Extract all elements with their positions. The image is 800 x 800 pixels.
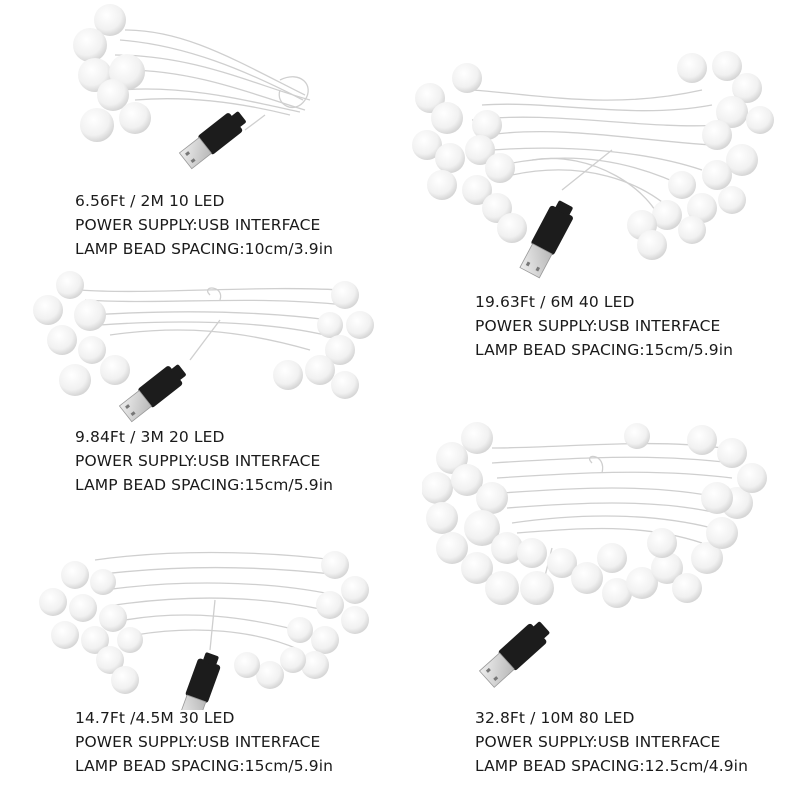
bulbs [422, 422, 767, 608]
length-label: 32.8Ft / 10M 80 LED [475, 709, 635, 727]
bulbs [412, 51, 774, 260]
wire-bundle [79, 287, 346, 361]
led-string-2m-image [65, 0, 325, 190]
wire-bundle [114, 29, 311, 131]
power-supply-label: POWER SUPPLY:USB INTERFACE [75, 733, 321, 751]
bead-spacing-label: LAMP BEAD SPACING:15cm/5.9in [475, 341, 734, 359]
usb-plug-icon [519, 200, 573, 279]
usb-plug-icon [118, 364, 186, 423]
wire-bundle [94, 551, 341, 651]
bead-spacing-label: LAMP BEAD SPACING:15cm/5.9in [75, 757, 334, 775]
product-3m: 9.84Ft / 3M 20 LED POWER SUPPLY:USB INTE… [0, 260, 400, 500]
caption-4-5m: 14.7Ft /4.5M 30 LED POWER SUPPLY:USB INT… [75, 706, 333, 778]
usb-plug-icon [177, 652, 221, 710]
caption-6m: 19.63Ft / 6M 40 LED POWER SUPPLY:USB INT… [475, 290, 733, 362]
bead-spacing-label: LAMP BEAD SPACING:15cm/5.9in [75, 476, 334, 494]
product-10m: 32.8Ft / 10M 80 LED POWER SUPPLY:USB INT… [400, 400, 800, 800]
led-string-10m-image [422, 418, 782, 703]
bulbs [73, 4, 151, 142]
product-4-5m: 14.7Ft /4.5M 30 LED POWER SUPPLY:USB INT… [0, 530, 400, 800]
product-2m: 6.56Ft / 2M 10 LED POWER SUPPLY:USB INTE… [0, 0, 400, 260]
power-supply-label: POWER SUPPLY:USB INTERFACE [75, 216, 321, 234]
bulbs [39, 551, 369, 694]
power-supply-label: POWER SUPPLY:USB INTERFACE [475, 317, 721, 335]
length-label: 9.84Ft / 3M 20 LED [75, 428, 225, 446]
length-label: 6.56Ft / 2M 10 LED [75, 192, 225, 210]
power-supply-label: POWER SUPPLY:USB INTERFACE [75, 452, 321, 470]
bead-spacing-label: LAMP BEAD SPACING:10cm/3.9in [75, 240, 334, 258]
length-label: 19.63Ft / 6M 40 LED [475, 293, 635, 311]
led-string-3m-image [30, 265, 380, 430]
bead-spacing-label: LAMP BEAD SPACING:12.5cm/4.9in [475, 757, 749, 775]
led-string-6m-image [412, 50, 782, 280]
power-supply-label: POWER SUPPLY:USB INTERFACE [475, 733, 721, 751]
caption-10m: 32.8Ft / 10M 80 LED POWER SUPPLY:USB INT… [475, 706, 748, 778]
length-label: 14.7Ft /4.5M 30 LED [75, 709, 235, 727]
led-string-4-5m-image [35, 540, 375, 710]
usb-plug-icon [178, 111, 246, 170]
usb-plug-icon [478, 621, 550, 688]
product-6m: 19.63Ft / 6M 40 LED POWER SUPPLY:USB INT… [400, 0, 800, 370]
bulbs [33, 271, 374, 399]
caption-3m: 9.84Ft / 3M 20 LED POWER SUPPLY:USB INTE… [75, 425, 333, 497]
caption-2m: 6.56Ft / 2M 10 LED POWER SUPPLY:USB INTE… [75, 189, 333, 261]
